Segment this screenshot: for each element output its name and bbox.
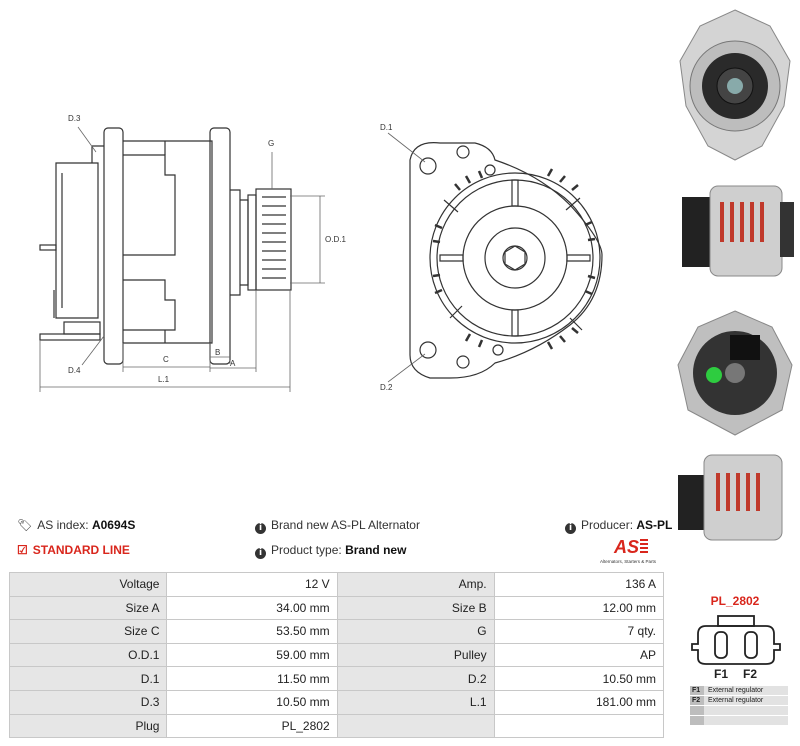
legend-key (690, 716, 704, 725)
plug-title: PL_2802 (710, 594, 760, 608)
legend-row (690, 706, 788, 716)
producer-value: AS-PL (636, 518, 673, 532)
spec-label: D.3 (8, 689, 168, 715)
spec-label: D.2 (336, 666, 495, 691)
info-icon: i (255, 523, 266, 534)
spec-label: D.1 (8, 666, 168, 691)
spec-label: G (336, 619, 495, 644)
product-type-value: Brand new (345, 543, 407, 557)
svg-text:Alternators, Starters & Parts: Alternators, Starters & Parts (600, 559, 657, 564)
spec-label: Amp. (336, 572, 495, 597)
legend-key (690, 706, 704, 715)
spec-value: 11.50 mm (166, 666, 338, 691)
label-l1: L.1 (158, 375, 170, 384)
label-d1: D.1 (380, 123, 393, 132)
product-photo-side (682, 185, 794, 277)
spec-value: 181.00 mm (493, 689, 665, 715)
pin-f2: F2 (743, 667, 757, 681)
spec-label: L.1 (336, 689, 495, 715)
label-d2: D.2 (380, 383, 393, 392)
info-icon: i (255, 548, 266, 559)
front-vents (432, 168, 596, 350)
spec-value: 53.50 mm (166, 619, 338, 644)
spec-label: Plug (8, 713, 168, 739)
as-index-value: A0694S (91, 518, 136, 532)
label-a: A (230, 359, 236, 368)
spec-label: Pulley (336, 642, 495, 668)
spec-value: 7 qty. (493, 619, 665, 644)
spec-label: Size B (336, 595, 495, 621)
spec-label: Size A (8, 595, 168, 621)
as-pl-logo: AS Alternators, Starters & Parts (600, 537, 657, 564)
spec-value: 12 V (166, 572, 338, 597)
plug-diagram: F1 F2 (691, 615, 781, 681)
svg-text:AS: AS (613, 537, 639, 557)
legend-desc: External regulator (704, 696, 788, 705)
label-c: C (163, 355, 169, 364)
spec-value: PL_2802 (166, 713, 338, 739)
spec-value: 59.00 mm (166, 642, 338, 668)
info-icon: i (565, 523, 576, 534)
legend-desc (704, 706, 788, 715)
label-b: B (215, 348, 220, 357)
front-view (409, 142, 603, 379)
spec-label: O.D.1 (8, 642, 168, 668)
pin-f1: F1 (714, 667, 728, 681)
side-dimensions (39, 126, 325, 392)
spec-value: 34.00 mm (166, 595, 338, 621)
spec-label: Voltage (8, 572, 168, 597)
legend-key: F2 (690, 696, 704, 705)
spec-value: 10.50 mm (166, 689, 338, 715)
product-photo-angle (678, 454, 783, 541)
spec-label (336, 713, 495, 739)
legend-desc: External regulator (704, 686, 788, 695)
checkbox-icon: ☑ (17, 543, 28, 557)
spec-value: AP (493, 642, 665, 668)
tag-icon: 🏷︎ (17, 518, 33, 532)
spec-label: Size C (8, 619, 168, 644)
technical-drawing: D.3 D.4 G O.D.1 B C A L.1 D.1 D.2 (39, 114, 603, 392)
product-photo-rear (677, 310, 793, 436)
label-g: G (268, 139, 274, 148)
label-od1: O.D.1 (325, 235, 346, 244)
standard-line: ☑STANDARD LINE (17, 543, 130, 557)
legend-row (690, 716, 788, 726)
legend-desc (704, 716, 788, 725)
legend-key: F1 (690, 686, 704, 695)
as-index: 🏷︎AS index: A0694S (17, 518, 136, 532)
spec-value: 12.00 mm (493, 595, 665, 621)
label-d4: D.4 (68, 366, 81, 375)
front-leaders (387, 132, 426, 383)
spec-value: 136 A (493, 572, 665, 597)
spec-value: 10.50 mm (493, 666, 665, 691)
label-d3: D.3 (68, 114, 81, 123)
product-photo-front (679, 9, 791, 161)
side-view (39, 127, 292, 365)
spec-value (493, 713, 665, 739)
